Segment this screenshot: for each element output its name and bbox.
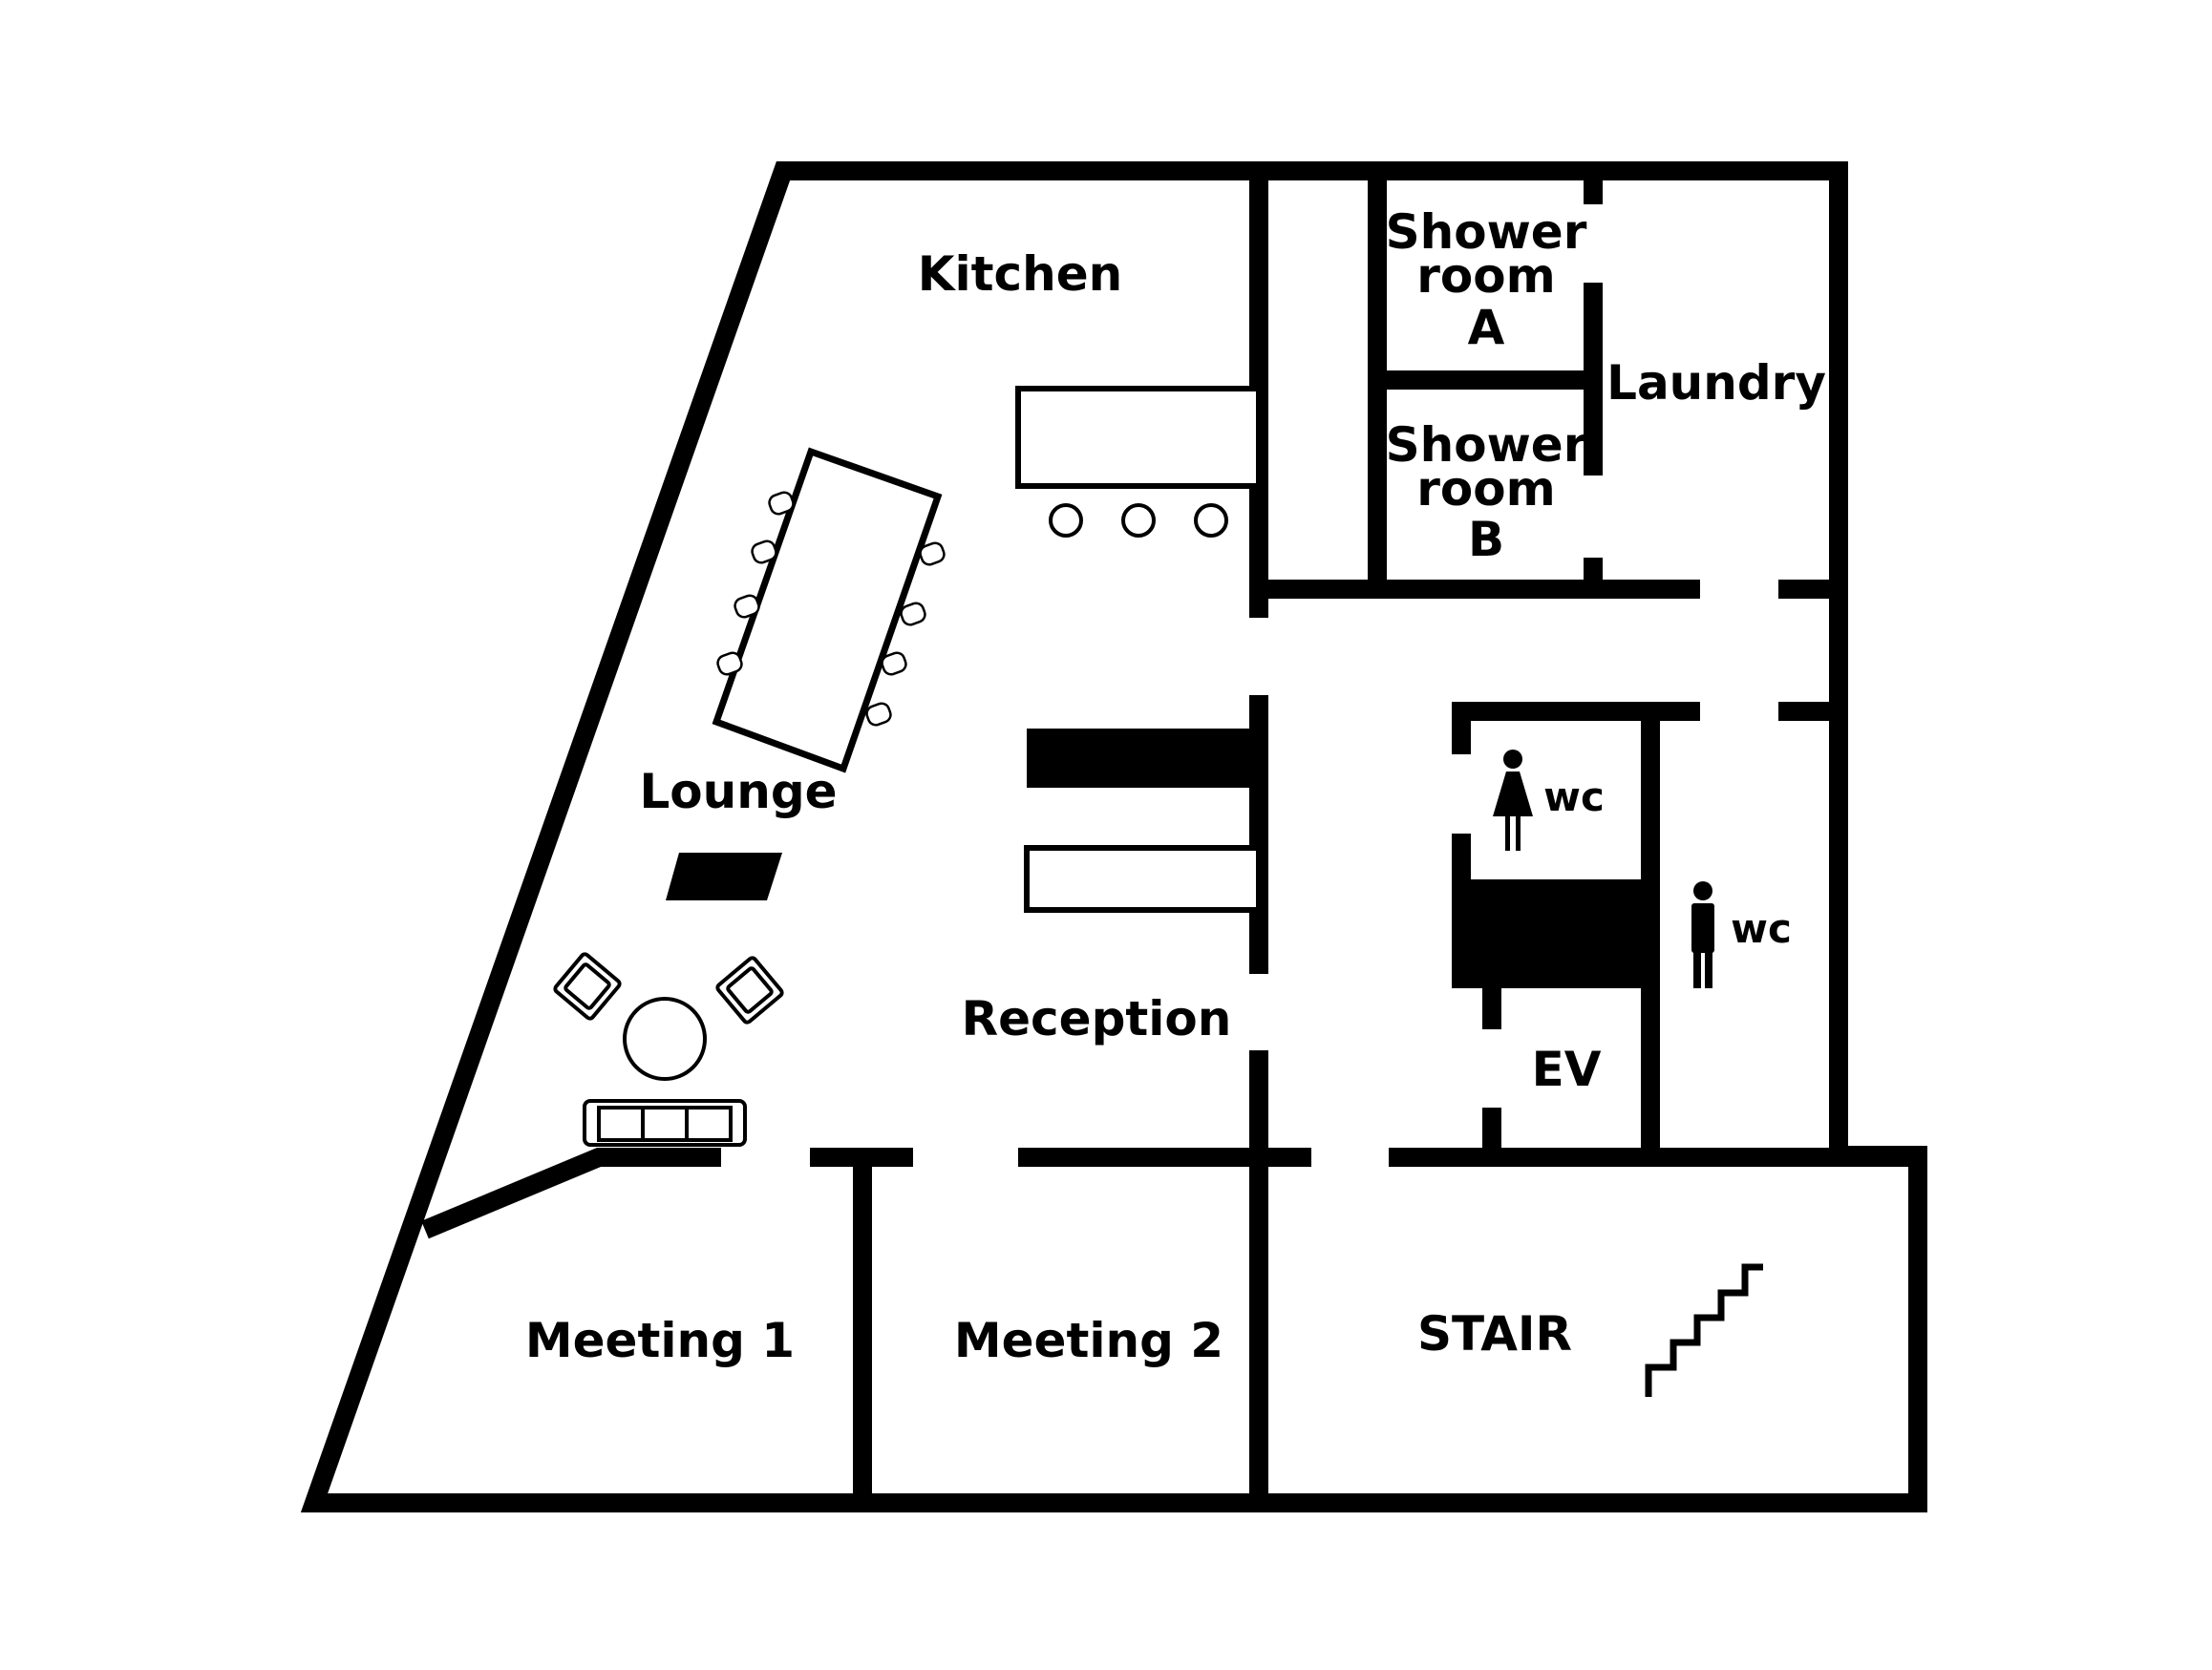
label-shower-a-line3: A — [1468, 300, 1505, 355]
sofa-icon — [583, 1099, 747, 1147]
label-lounge: Lounge — [639, 764, 837, 819]
label-reception: Reception — [962, 991, 1232, 1046]
label-shower-a-line2: room — [1416, 248, 1555, 304]
dining-table — [712, 447, 943, 773]
label-shower-b-line2: room — [1416, 461, 1555, 517]
label-kitchen: Kitchen — [918, 246, 1123, 302]
stool — [1194, 503, 1228, 538]
label-shower-a-line1: Shower — [1386, 204, 1587, 260]
label-ev: EV — [1532, 1042, 1602, 1097]
lounge-rug — [666, 853, 782, 900]
label-wc-men: wc — [1731, 905, 1792, 952]
furniture — [553, 386, 1650, 1147]
label-stair: STAIR — [1417, 1306, 1572, 1362]
coffee-table — [623, 997, 707, 1081]
armchair-icon — [715, 956, 784, 1025]
chair-icon — [716, 491, 946, 727]
stool — [1121, 503, 1156, 538]
woman-icon — [1493, 750, 1533, 851]
label-meeting-1: Meeting 1 — [525, 1313, 795, 1368]
reception-desk-dark — [1027, 729, 1259, 788]
label-laundry: Laundry — [1606, 355, 1826, 411]
lounge-corner-wall — [421, 1148, 721, 1239]
kitchen-counter — [1015, 386, 1262, 489]
man-icon — [1691, 881, 1714, 988]
stool — [1049, 503, 1083, 538]
label-meeting-2: Meeting 2 — [954, 1313, 1223, 1368]
label-shower-b-line3: B — [1468, 512, 1504, 567]
armchair-icon — [553, 952, 622, 1021]
elevator-block — [1452, 879, 1650, 988]
room-labels: Kitchen Shower room A Shower room B Laun… — [525, 204, 1826, 1368]
stairs-icon — [1645, 1263, 1763, 1397]
label-wc-women: wc — [1543, 773, 1605, 820]
label-shower-b-line1: Shower — [1386, 417, 1587, 473]
reception-desk-light — [1024, 845, 1262, 913]
